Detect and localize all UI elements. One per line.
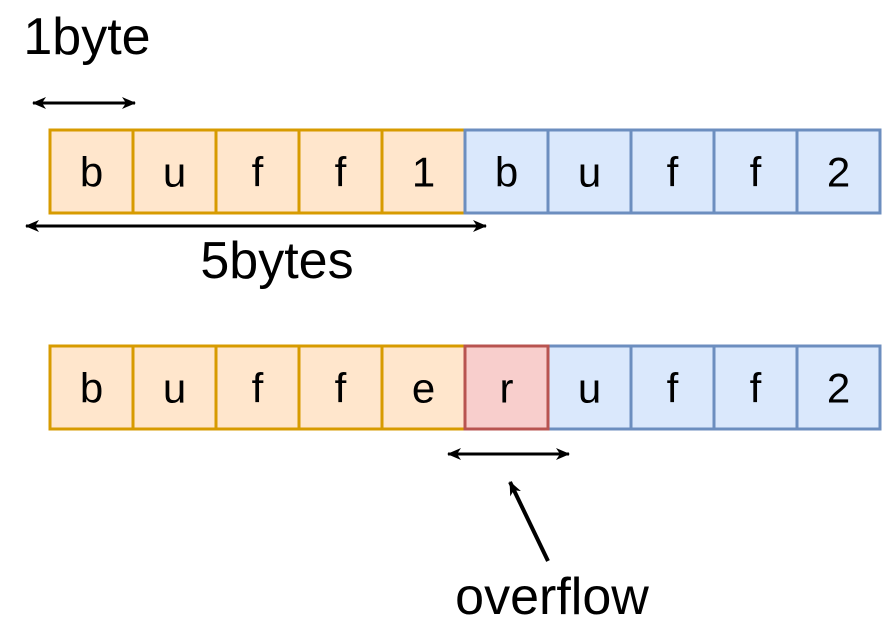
cell-char: 2 [827, 365, 850, 412]
memory-cell [214, 128, 301, 215]
cell-char: f [750, 365, 762, 412]
cell-char: r [500, 365, 514, 412]
memory-cell [546, 128, 633, 215]
memory-cell [131, 128, 218, 215]
cell-char: 1 [412, 149, 435, 196]
cell-char: f [667, 149, 679, 196]
memory-row-after: b u f f e u f f 2 r [48, 344, 882, 431]
cell-char: f [335, 149, 347, 196]
cell-char: f [750, 149, 762, 196]
cell-char: b [80, 365, 103, 412]
cell-char: u [578, 365, 601, 412]
overflow-cell [463, 344, 550, 431]
memory-cell [48, 128, 135, 215]
memory-cell [629, 344, 716, 431]
one-byte-label: 1byte [23, 8, 150, 66]
overflow-pointer-arrow [508, 481, 550, 562]
memory-cell [795, 344, 882, 431]
cell-char: f [335, 365, 347, 412]
cell-char: u [578, 149, 601, 196]
overflow-label: overflow [455, 568, 649, 624]
memory-cell [712, 128, 799, 215]
memory-row-before: b u f f 1 b u f f 2 [48, 128, 882, 215]
memory-cell [795, 128, 882, 215]
cell-char: u [163, 365, 186, 412]
memory-cell [380, 128, 467, 215]
cell-char: u [163, 149, 186, 196]
memory-cell [629, 128, 716, 215]
cell-char: b [495, 149, 518, 196]
cell-char: f [252, 149, 264, 196]
cell-char: b [80, 149, 103, 196]
cell-char: f [667, 365, 679, 412]
memory-cell [297, 344, 384, 431]
memory-cell [214, 344, 301, 431]
memory-cell [463, 128, 550, 215]
cell-char: f [252, 365, 264, 412]
memory-cell [131, 344, 218, 431]
cell-char: e [412, 365, 435, 412]
five-bytes-label: 5bytes [200, 232, 353, 290]
cell-char: 2 [827, 149, 850, 196]
